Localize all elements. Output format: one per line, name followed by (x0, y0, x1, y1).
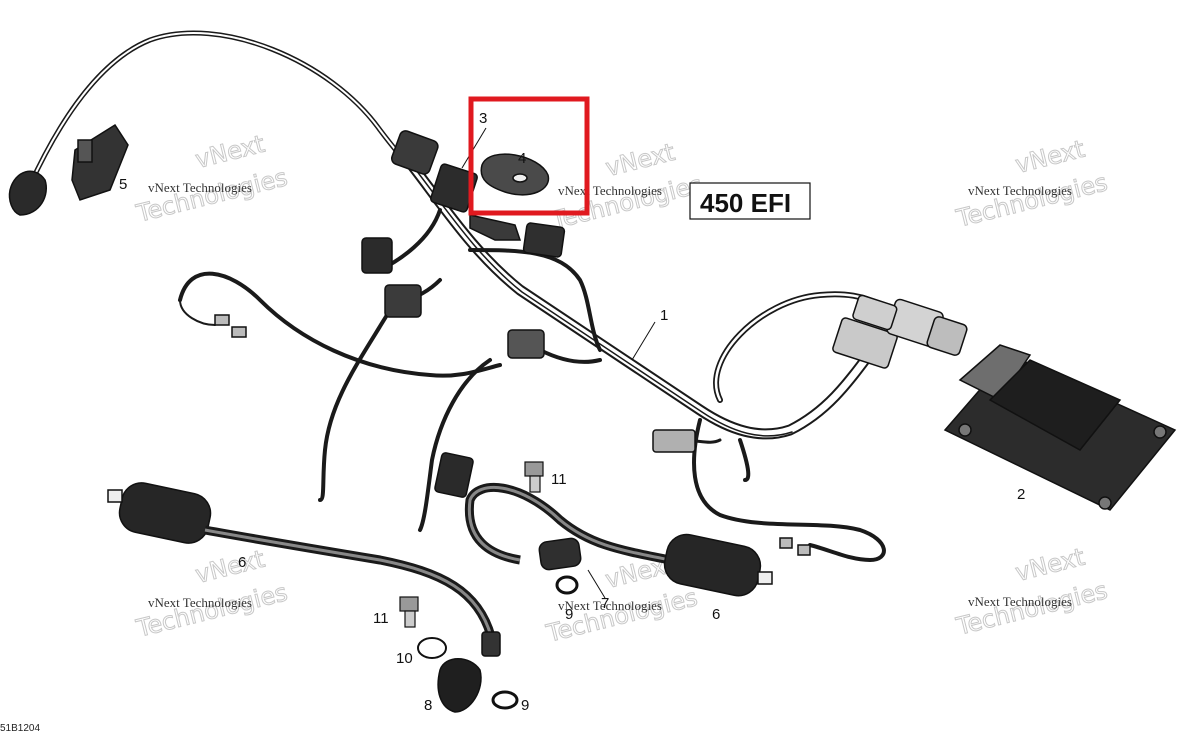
callout-1: 1 (660, 307, 668, 324)
harness-connectors (214, 130, 968, 556)
callout-4: 4 (518, 150, 526, 167)
watermark-text: vNext Technologies (148, 180, 252, 195)
watermark-large-text: Technologies (548, 170, 705, 235)
watermark-text: vNext Technologies (968, 183, 1072, 198)
model-label-box: 450 EFI (689, 182, 811, 220)
sensor-part-5 (8, 123, 129, 216)
spark-plug-part-11-upper (524, 461, 544, 493)
bracket-part-3 (430, 163, 522, 241)
clamp-part-9-upper (555, 575, 579, 595)
o-ring-part-10 (417, 637, 447, 659)
callout-5: 5 (119, 176, 127, 193)
ignition-coil-right-part-6 (464, 483, 773, 597)
callout-8: 8 (424, 697, 432, 714)
watermark-text: vNext Technologies (558, 598, 662, 613)
callout-10: 10 (396, 650, 413, 667)
watermark-large-text: Technologies (953, 168, 1110, 233)
grommet-part-4 (480, 153, 550, 196)
callout-11-lower: 11 (373, 610, 389, 627)
plug-cap-part-8 (437, 658, 482, 713)
model-label: 450 EFI (700, 188, 791, 218)
callout-labels: 1 2 3 4 5 6 6 7 8 9 9 10 11 11 (119, 110, 1025, 714)
watermark-text: vNext Technologies (148, 595, 252, 610)
ignition-coil-left-part-6 (107, 482, 501, 657)
callout-6-left: 6 (238, 554, 246, 571)
callout-9-upper: 9 (565, 606, 573, 623)
ecu-module-part-2 (943, 344, 1177, 511)
clamp-part-9-lower (491, 690, 519, 710)
callout-6-right: 6 (712, 606, 720, 623)
watermark-text: vNext Technologies (558, 183, 662, 198)
watermark-text: vNext Technologies (968, 594, 1072, 609)
spark-plug-part-11-lower (399, 596, 419, 628)
callout-7: 7 (601, 595, 609, 612)
watermark-large-text: vNext (1013, 135, 1088, 179)
watermark-group: vNext Technologies vNext Technologies vN… (132, 129, 1110, 648)
watermark-large-text: vNext (1013, 543, 1088, 587)
watermark-large-text: Technologies (133, 163, 290, 228)
main-wiring-harness (27, 30, 895, 562)
leader-lines (461, 127, 656, 599)
watermark-large-text: vNext (193, 545, 268, 589)
callout-3: 3 (479, 110, 487, 127)
highlight-box (468, 96, 590, 216)
watermark-large-text: vNext (603, 138, 678, 182)
watermark-large-text: Technologies (133, 578, 290, 643)
callout-11-upper: 11 (551, 471, 567, 488)
callout-9-lower: 9 (521, 697, 529, 714)
watermark-large-text: vNext (193, 130, 268, 174)
callout-2: 2 (1017, 486, 1025, 503)
figure-code: 51B1204 (0, 723, 40, 732)
